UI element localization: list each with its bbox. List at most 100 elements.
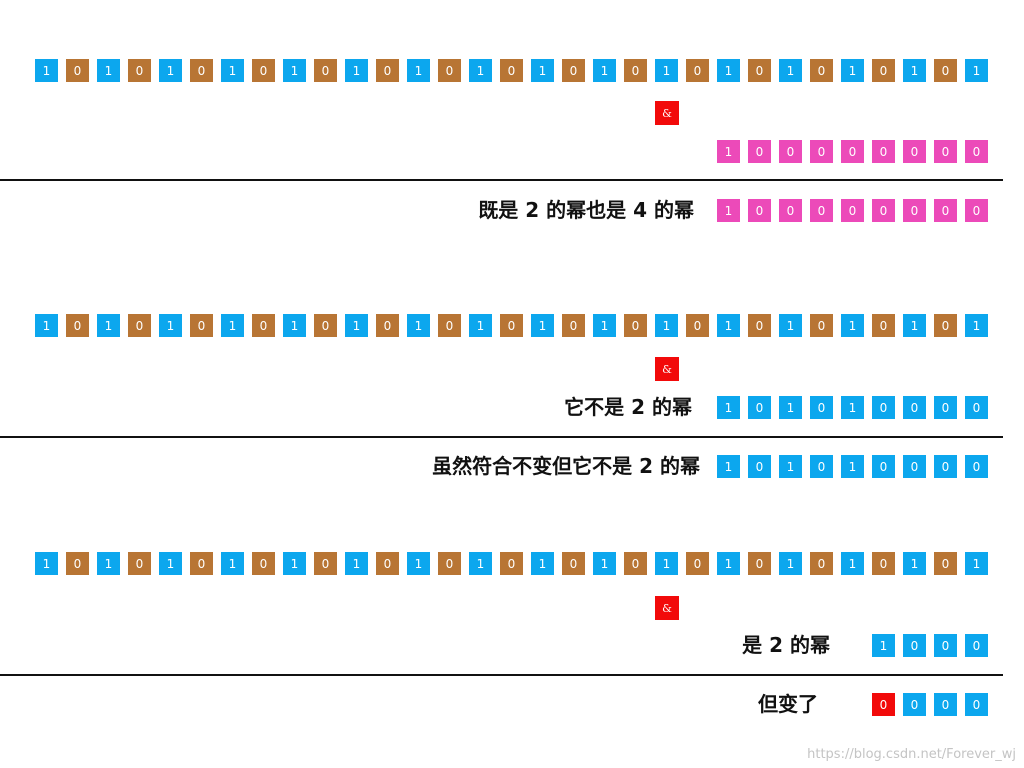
bit-cell: 0: [686, 552, 709, 575]
bit-cell: 1: [779, 314, 802, 337]
bit-cell: 0: [934, 199, 957, 222]
bit-cell: 1: [593, 59, 616, 82]
bit-cell: 1: [841, 396, 864, 419]
bit-cell: 1: [97, 314, 120, 337]
bit-cell: 1: [221, 552, 244, 575]
bit-cell: 0: [810, 455, 833, 478]
bit-cell: 0: [779, 199, 802, 222]
and-operator-1: &: [655, 101, 679, 125]
bit-cell: 1: [159, 314, 182, 337]
bit-cell: 0: [903, 634, 926, 657]
bit-cell: 1: [841, 552, 864, 575]
bit-cell: 0: [748, 396, 771, 419]
bit-cell: 1: [283, 59, 306, 82]
bit-cell: 0: [934, 634, 957, 657]
bit-cell: 1: [655, 552, 678, 575]
bit-cell: 0: [965, 455, 988, 478]
bit-cell: 1: [469, 59, 492, 82]
bit-cell: 0: [748, 455, 771, 478]
bit-cell: 0: [500, 59, 523, 82]
bit-cell: 0: [438, 314, 461, 337]
bit-cell: 1: [965, 314, 988, 337]
bit-cell: 0: [965, 140, 988, 163]
bit-cell: 1: [469, 314, 492, 337]
bit-cell: 0: [314, 552, 337, 575]
bit-cell: 0: [748, 314, 771, 337]
bit-cell: 0: [314, 314, 337, 337]
bit-cell: 0: [252, 552, 275, 575]
bit-cell: 0: [872, 314, 895, 337]
bit-cell: 0: [872, 140, 895, 163]
bit-cell: 0: [376, 59, 399, 82]
bit-cell: 1: [159, 59, 182, 82]
bit-cell: 0: [314, 59, 337, 82]
bit-cell: 1: [779, 59, 802, 82]
bit-cell: 0: [748, 59, 771, 82]
bit-cell: 0: [903, 199, 926, 222]
bit-cell: 0: [748, 199, 771, 222]
bit-cell: 0: [810, 59, 833, 82]
bit-cell: 1: [779, 396, 802, 419]
bit-cell: 1: [97, 59, 120, 82]
bit-cell: 1: [593, 552, 616, 575]
bit-cell: 0: [903, 455, 926, 478]
bit-cell: 0: [903, 396, 926, 419]
bit-cell: 1: [717, 140, 740, 163]
result-label-1: 既是 2 的幂也是 4 的幂: [478, 198, 694, 222]
bit-cell: 0: [190, 59, 213, 82]
bit-cell: 1: [531, 59, 554, 82]
bit-cell: 1: [35, 552, 58, 575]
bit-cell: 0: [934, 314, 957, 337]
bit-cell: 0: [438, 59, 461, 82]
bit-cell: 0: [810, 396, 833, 419]
bit-cell: 1: [97, 552, 120, 575]
bit-cell: 1: [717, 455, 740, 478]
bit-cell: 0: [500, 552, 523, 575]
bit-cell: 1: [35, 59, 58, 82]
bit-cell: 0: [500, 314, 523, 337]
bit-cell: 1: [407, 59, 430, 82]
and-operator-2: &: [655, 357, 679, 381]
bit-cell: 1: [903, 59, 926, 82]
bit-cell: 0: [686, 59, 709, 82]
bit-cell: 0: [872, 455, 895, 478]
bit-cell: 1: [35, 314, 58, 337]
bit-cell: 0: [438, 552, 461, 575]
bit-cell: 1: [903, 552, 926, 575]
bit-cell: 1: [779, 455, 802, 478]
bit-cell: 0: [965, 634, 988, 657]
divider-1: [0, 179, 1003, 181]
bit-cell: 1: [717, 59, 740, 82]
bit-cell: 0: [624, 59, 647, 82]
bit-cell: 1: [717, 199, 740, 222]
bit-cell: 1: [965, 59, 988, 82]
bit-cell: 1: [593, 314, 616, 337]
bit-cell: 1: [841, 314, 864, 337]
bit-cell: 0: [934, 59, 957, 82]
bit-cell: 0: [872, 552, 895, 575]
divider-2: [0, 436, 1003, 438]
bit-cell: 0: [128, 314, 151, 337]
bit-cell: 1: [283, 314, 306, 337]
bit-cell: 0: [66, 552, 89, 575]
bit-cell: 0: [810, 314, 833, 337]
bit-cell: 0: [841, 140, 864, 163]
bit-cell: 0: [252, 314, 275, 337]
result-label-3: 是 2 的幂: [742, 633, 830, 657]
bit-cell: 1: [407, 314, 430, 337]
bit-cell: 0: [624, 314, 647, 337]
bit-cell: 0: [252, 59, 275, 82]
bit-cell: 0: [965, 199, 988, 222]
bit-cell: 1: [283, 552, 306, 575]
bit-cell: 0: [872, 693, 895, 716]
bit-cell: 1: [965, 552, 988, 575]
divider-3: [0, 674, 1003, 676]
bit-cell: 0: [686, 314, 709, 337]
result-label-2: 它不是 2 的幂: [564, 395, 692, 419]
bit-cell: 0: [562, 552, 585, 575]
